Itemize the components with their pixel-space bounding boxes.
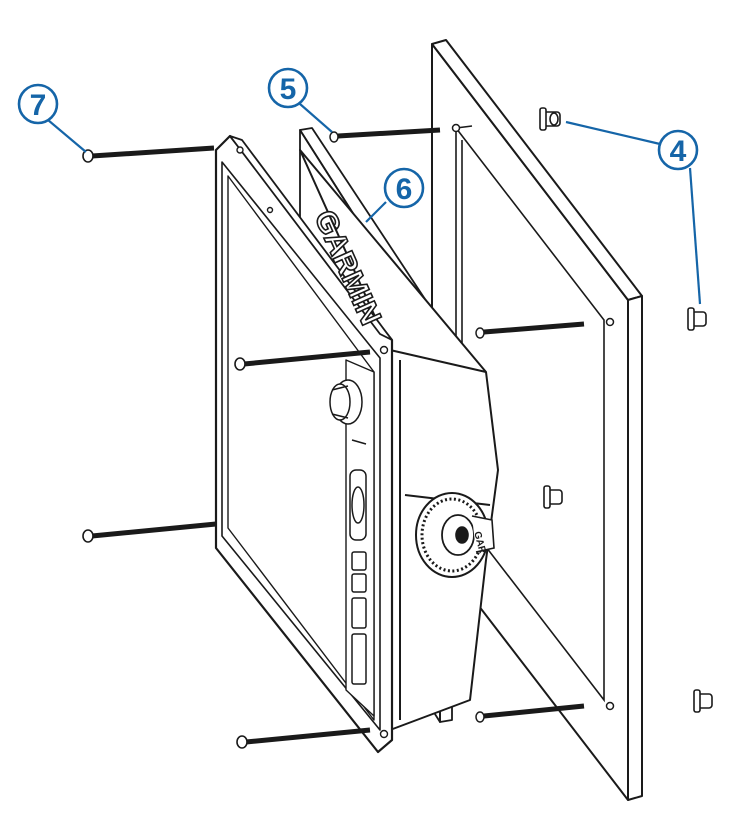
leader-4-a [565,120,661,146]
screw-bottom [236,727,371,749]
rear-screw-middle [475,321,585,339]
screw-lower-left [82,521,217,543]
bezel-screw-holes [236,146,389,739]
leader-7 [47,119,87,153]
callout-4-label: 4 [670,135,687,168]
chartplotter-unit [214,134,394,754]
callout-7-label: 7 [30,89,47,122]
mounting-screws [82,145,371,749]
unit-side-controls [329,379,367,685]
callout-6-label: 6 [396,173,413,206]
rear-screw-top [329,127,441,143]
callouts: 7 5 6 4 [17,67,699,209]
nut-middle-upper [687,307,707,331]
nut-top [539,107,561,131]
rear-screw-bottom [475,703,585,723]
callout-4: 4 [657,129,699,171]
leader-4-b [688,167,702,305]
callout-7: 7 [17,83,59,125]
callout-leaders [47,103,702,305]
rear-screws [329,127,585,723]
panel-nuts [539,107,713,713]
screw-top-left [82,145,215,163]
rear-knob: GAR [415,492,495,578]
callout-5-label: 5 [280,73,297,106]
leader-5 [299,103,333,133]
nut-bottom [693,689,713,713]
screw-mid-left [234,349,371,371]
callout-5: 5 [267,67,309,109]
callout-6: 6 [383,167,425,209]
nut-middle [543,485,563,509]
leader-6 [365,201,387,223]
